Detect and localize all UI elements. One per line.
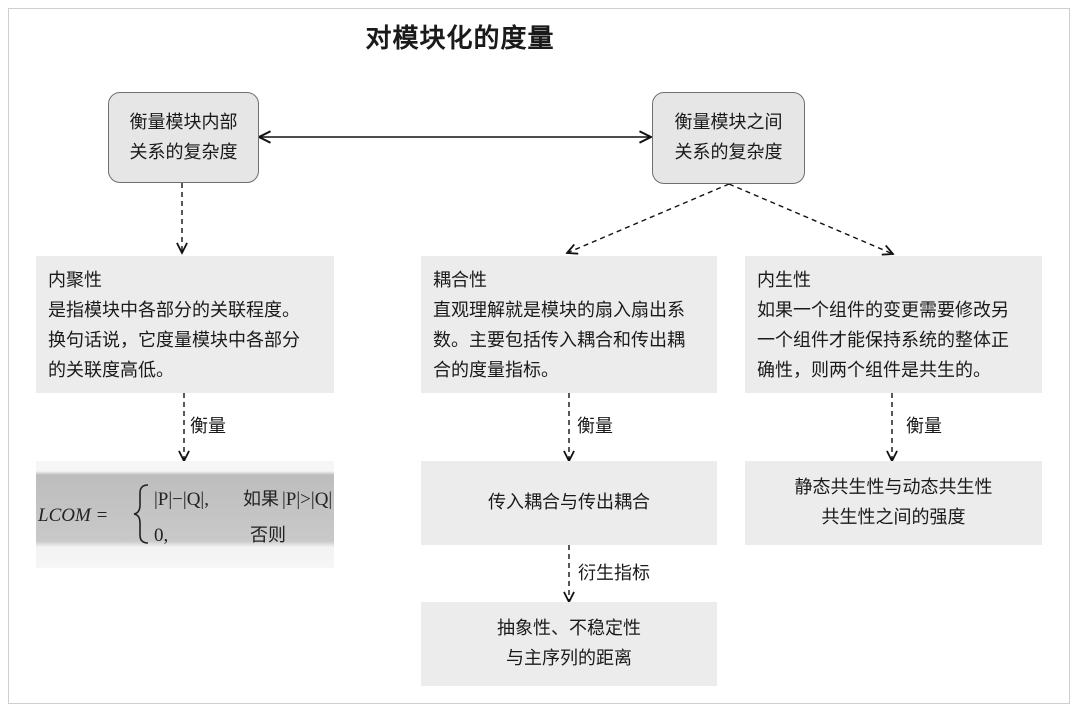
formula-case1: |P|−|Q|, <box>154 489 209 510</box>
connascence-heading: 内生性 <box>757 270 811 291</box>
measure-label-coupling: 衡量 <box>577 416 613 438</box>
derived-metric-box: 抽象性、不稳定性 与主序列的距离 <box>421 602 717 686</box>
coupling-metric-box: 传入耦合与传出耦合 <box>421 461 717 545</box>
intra-module-complexity-box: 衡量模块内部 关系的复杂度 <box>108 92 259 183</box>
cohesion-line: 的关联度高低。 <box>48 360 174 381</box>
coupling-line: 直观理解就是模块的扇入扇出系 <box>433 300 685 321</box>
connascence-metric-line1: 静态共生性与动态共生性 <box>794 477 993 498</box>
cohesion-heading: 内聚性 <box>48 270 102 291</box>
connascence-box: 内生性 如果一个组件的变更需要修改另 一个组件才能保持系统的整体正 确性，则两个… <box>745 256 1042 393</box>
formula-case1-cond-word: 如果 <box>243 489 279 510</box>
coupling-box: 耦合性 直观理解就是模块的扇入扇出系 数。主要包括传入耦合和传出耦 合的度量指标… <box>421 256 717 393</box>
arrow-to-connascence <box>728 183 893 254</box>
derived-metric-line1: 抽象性、不稳定性 <box>497 618 641 639</box>
measure-label-cohesion: 衡量 <box>190 416 226 438</box>
derived-metric-label: 衍生指标 <box>578 563 650 585</box>
intra-module-line2: 关系的复杂度 <box>129 141 238 163</box>
formula-case1-cond: |P|>|Q| <box>282 489 332 510</box>
measure-label-connascence: 衡量 <box>906 416 942 438</box>
inter-module-complexity-box: 衡量模块之间 关系的复杂度 <box>652 92 805 184</box>
connascence-line: 确性，则两个组件是共生的。 <box>757 360 991 381</box>
arrow-to-coupling <box>567 183 730 253</box>
cohesion-line: 换句话说，它度量模块中各部分 <box>48 330 300 351</box>
lcom-formula-image: LCOM = |P|−|Q|, 如果 |P|>|Q| 0, 否则 <box>36 461 334 568</box>
cohesion-line: 是指模块中各部分的关联程度。 <box>48 300 300 321</box>
formula-brace <box>133 484 149 544</box>
diagram-title: 对模块化的度量 <box>365 24 555 54</box>
formula-case2: 0, <box>154 525 168 546</box>
derived-metric-line2: 与主序列的距离 <box>506 648 632 669</box>
coupling-metric-text: 传入耦合与传出耦合 <box>488 492 650 513</box>
connascence-line: 一个组件才能保持系统的整体正 <box>757 330 1009 351</box>
formula-lhs: LCOM = <box>37 505 108 526</box>
connascence-metric-box: 静态共生性与动态共生性 共生性之间的强度 <box>745 461 1042 545</box>
coupling-line: 合的度量指标。 <box>433 360 559 381</box>
diagram-frame <box>8 8 1070 704</box>
inter-module-line2: 关系的复杂度 <box>674 142 783 163</box>
cohesion-box: 内聚性 是指模块中各部分的关联程度。 换句话说，它度量模块中各部分 的关联度高低… <box>36 256 334 393</box>
formula-case2-cond: 否则 <box>250 525 286 546</box>
intra-module-line1: 衡量模块内部 <box>129 111 238 133</box>
coupling-heading: 耦合性 <box>433 270 487 291</box>
coupling-line: 数。主要包括传入耦合和传出耦 <box>433 330 685 351</box>
connascence-line: 如果一个组件的变更需要修改另 <box>757 300 1009 321</box>
connascence-metric-line2: 共生性之间的强度 <box>821 507 966 528</box>
inter-module-line1: 衡量模块之间 <box>674 112 783 133</box>
